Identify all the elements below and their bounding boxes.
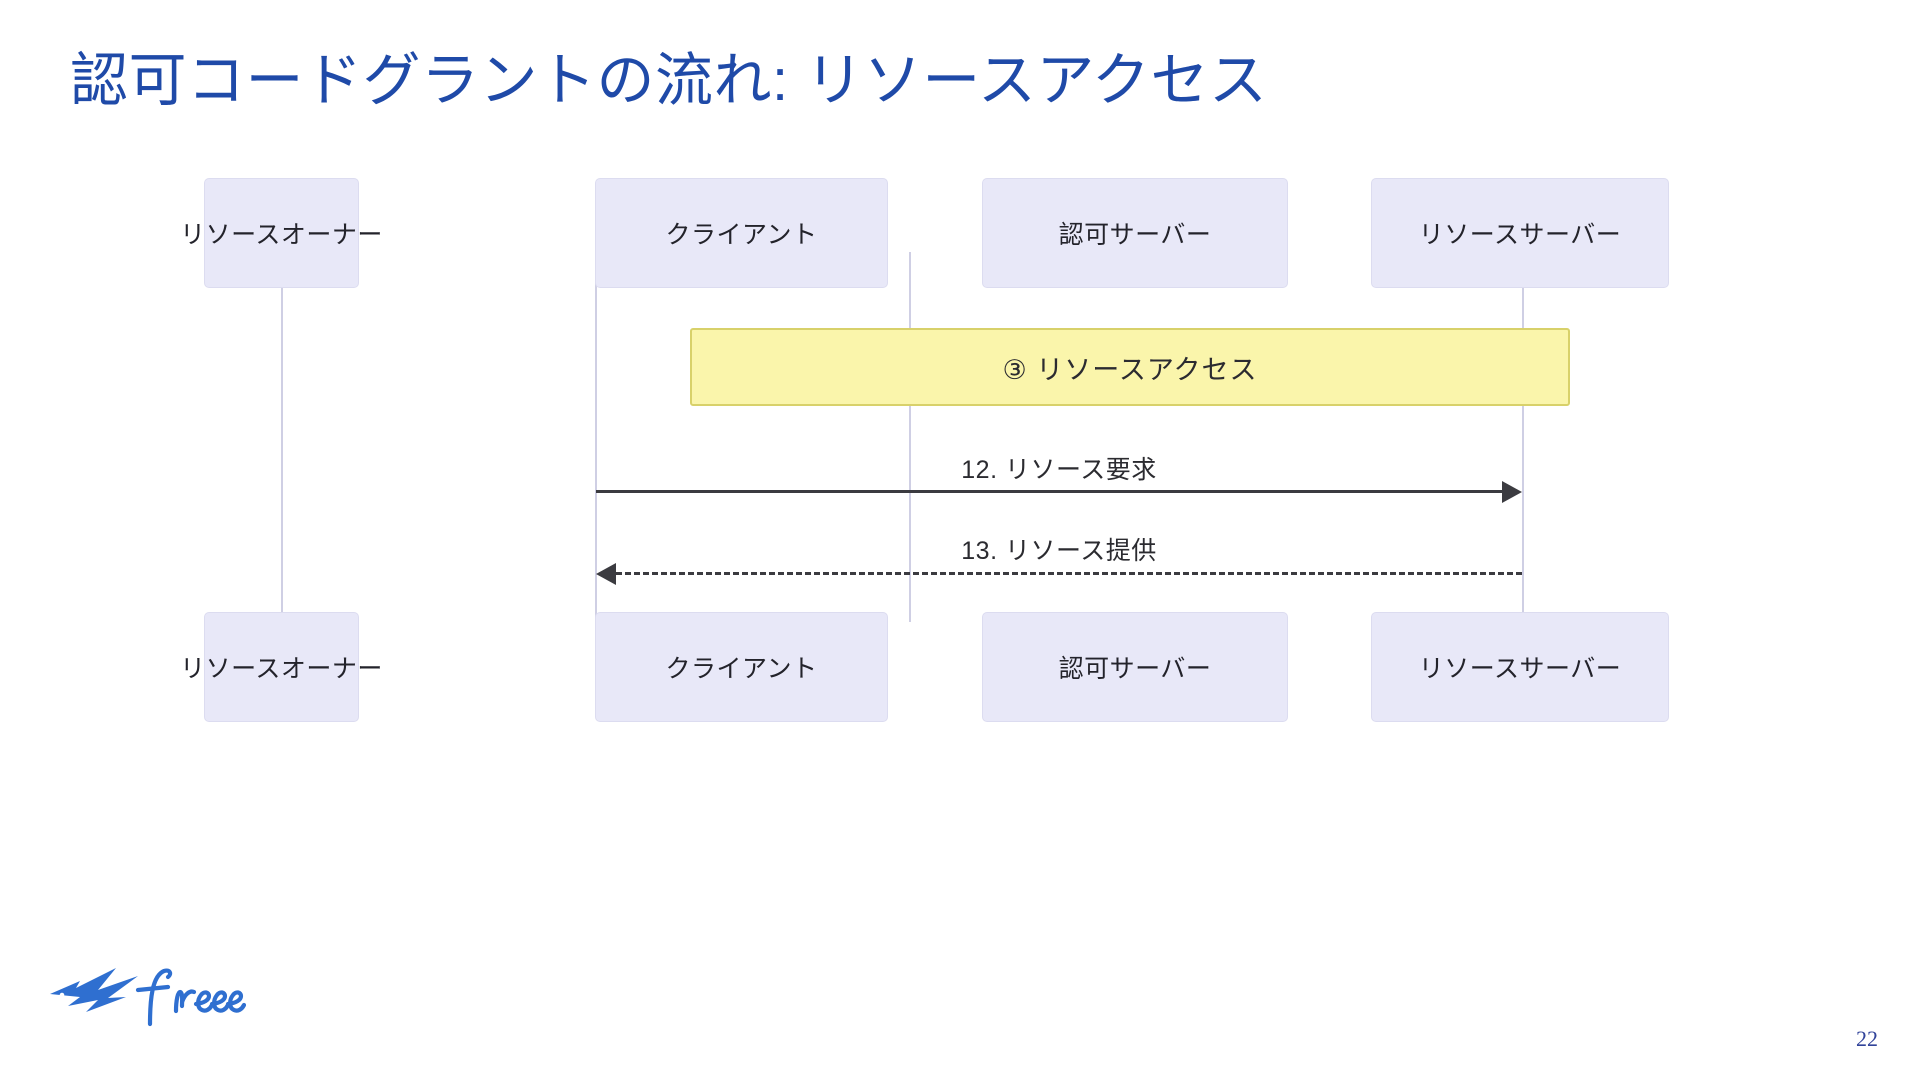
lifeline-client [595,252,597,622]
participant-box-resource-owner-top[interactable]: リソースオーナー [180,178,382,288]
participant-label-resource-owner-top: リソースオーナー [180,221,383,249]
message-line-13 [616,572,1522,575]
participant-label-client-bottom: クライアント [665,655,818,683]
participant-label-resource-server-bottom: リソースサーバー [1418,655,1622,683]
section-banner-resource-access: ③ リソースアクセス [690,328,1570,406]
participant-box-auth-server-top[interactable]: 認可サーバー [982,178,1288,288]
page-title: 認可コードグラントの流れ: リソースアクセス [70,48,1268,113]
participant-box-resource-server-bottom[interactable]: リソースサーバー [1371,612,1669,722]
section-banner-label: ③ リソースアクセス [1002,354,1258,385]
participant-box-resource-owner-bottom[interactable]: リソースオーナー [180,612,382,722]
message-label-12: 12. リソース要求 [961,456,1157,484]
participant-label-auth-server-bottom: 認可サーバー [1058,655,1212,683]
participant-box-client-bottom[interactable]: クライアント [595,612,888,722]
lifeline-resource-owner [281,252,283,622]
lifeline-resource-server [1522,252,1524,622]
page-number: 22 [1856,1026,1878,1051]
participant-box-auth-server-bottom[interactable]: 認可サーバー [982,612,1288,722]
participant-label-resource-owner-bottom: リソースオーナー [180,655,383,683]
participant-label-client-top: クライアント [665,221,818,249]
participant-box-resource-server-top[interactable]: リソースサーバー [1371,178,1669,288]
message-line-12 [596,490,1502,493]
participant-label-resource-server-top: リソースサーバー [1418,221,1622,249]
lifeline-auth-server [909,252,911,622]
participant-box-client-top[interactable]: クライアント [595,178,888,288]
participant-label-auth-server-top: 認可サーバー [1058,221,1212,249]
message-label-13: 13. リソース提供 [961,537,1157,565]
arrowhead-left-icon-13 [596,563,616,585]
freee-swallow-logo-icon [50,968,246,1027]
arrowhead-right-icon-12 [1502,481,1522,503]
